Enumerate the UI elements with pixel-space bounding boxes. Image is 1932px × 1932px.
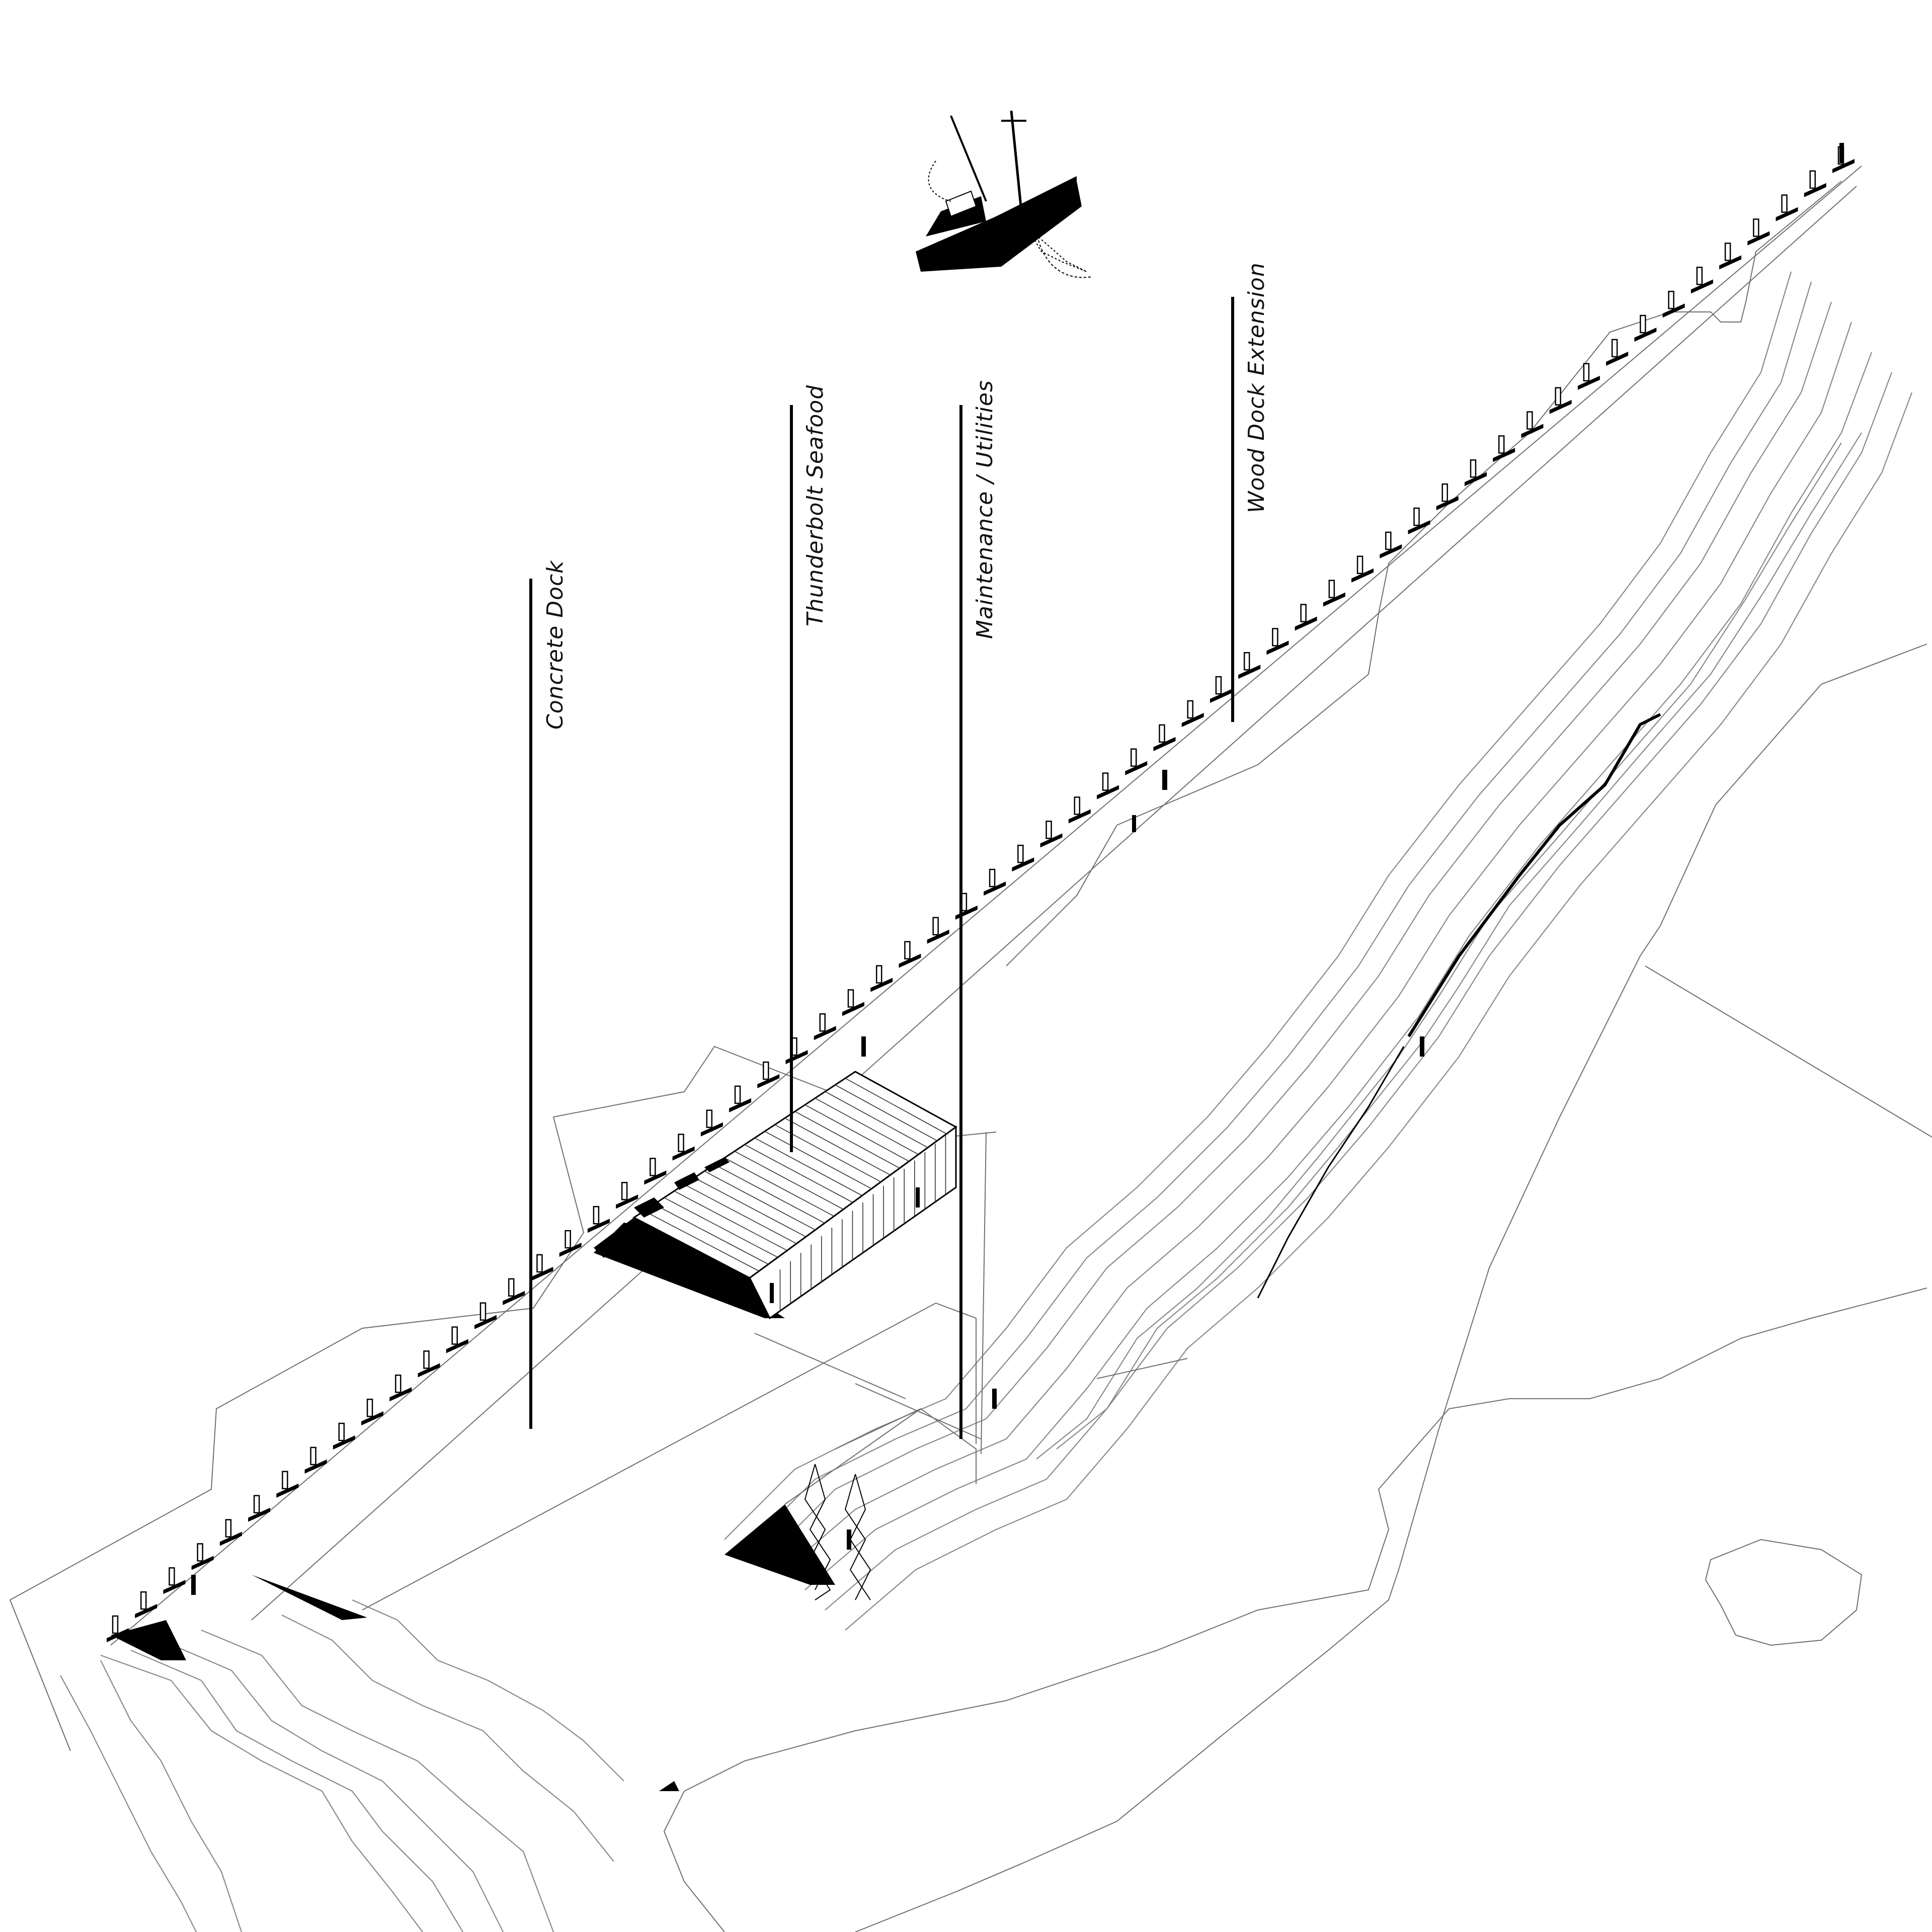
wood-dock-extension-label: Wood Dock Extension (1244, 262, 1269, 513)
label-wood-dock-extension: Wood Dock Extension (1231, 262, 1269, 722)
people-figures (191, 143, 1844, 1595)
label-thunderbolt-seafood: Thunderbolt Seafood (790, 385, 828, 1152)
maintenance-utilities-label: Maintenance / Utilities (972, 380, 998, 639)
dock-pilings (107, 146, 1855, 1642)
concrete-dock-label: Concrete Dock (542, 560, 568, 730)
maintenance-shed (725, 1408, 977, 1585)
terrain-contours (10, 181, 1932, 1932)
label-maintenance-utilities: Maintenance / Utilities (959, 380, 998, 1439)
dock-platform (110, 166, 1862, 1791)
thunderbolt-seafood-label: Thunderbolt Seafood (802, 385, 828, 626)
label-concrete-dock: Concrete Dock (529, 560, 568, 1429)
seafood-building (594, 1071, 957, 1320)
fishing-boat (916, 110, 1092, 278)
